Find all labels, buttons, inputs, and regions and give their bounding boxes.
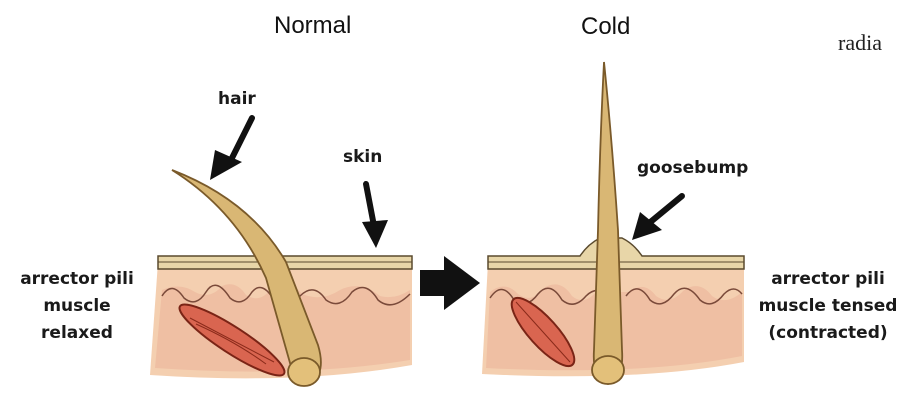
skin-label: skin [343, 144, 382, 171]
right-caption-line-2: muscle tensed [752, 293, 904, 320]
transition-arrow [420, 256, 480, 310]
right-skin-panel [482, 62, 744, 384]
goosebump-pointer-arrow [632, 196, 682, 240]
left-skin-panel [150, 170, 412, 386]
right-caption: arrector pili muscle tensed (contracted) [752, 266, 904, 347]
left-caption: arrector pili muscle relaxed [2, 266, 152, 347]
left-caption-line-1: arrector pili [2, 266, 152, 293]
right-hair-follicle [594, 62, 622, 384]
right-caption-line-3: (contracted) [752, 320, 904, 347]
left-caption-line-2: muscle [2, 293, 152, 320]
skin-pointer-arrow [362, 184, 388, 248]
hair-pointer-arrow [210, 118, 252, 180]
hair-label: hair [218, 86, 256, 113]
left-caption-line-3: relaxed [2, 320, 152, 347]
goosebump-label: goosebump [637, 155, 748, 182]
right-caption-line-1: arrector pili [752, 266, 904, 293]
